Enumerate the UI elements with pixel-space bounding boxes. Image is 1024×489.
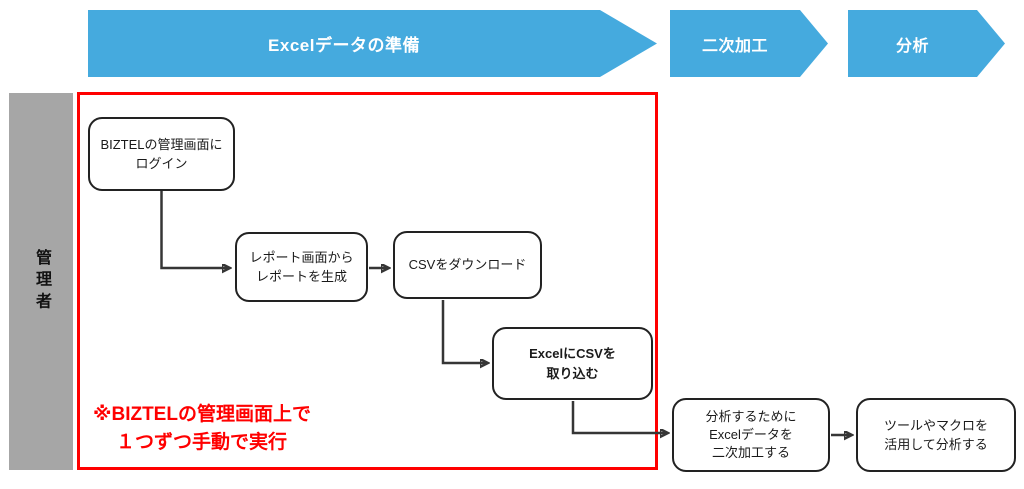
note-line: ※BIZTELの管理画面上で bbox=[93, 404, 311, 425]
phase-banner-label: 二次加工 bbox=[701, 37, 768, 55]
phase-banner-label: Excelデータの準備 bbox=[268, 36, 420, 55]
swimlane-administrator: 管理者 bbox=[9, 93, 73, 470]
node-generate-report: レポート画面から レポートを生成 bbox=[235, 232, 368, 302]
node-text: ログイン bbox=[135, 156, 188, 171]
node-secondary-process-data: 分析するために Excelデータを 二次加工する bbox=[672, 398, 830, 472]
node-text: レポート画面から bbox=[249, 249, 354, 265]
node-login-admin-screen: BIZTELの管理画面に ログイン bbox=[88, 117, 235, 191]
phase-banner-analysis: 分析 bbox=[848, 10, 1005, 77]
phase-banner-excel-preparation: Excelデータの準備 bbox=[88, 10, 657, 77]
node-text: 取り込む bbox=[546, 365, 599, 381]
node-text: 二次加工する bbox=[711, 445, 790, 461]
node-import-csv-to-excel: ExcelにCSVを 取り込む bbox=[492, 327, 653, 400]
connector-csv-to-import bbox=[441, 300, 487, 363]
node-text: 分析するために bbox=[705, 408, 797, 424]
node-text: ツールやマクロを bbox=[883, 417, 988, 433]
node-text: レポートを生成 bbox=[255, 269, 347, 284]
swimlane-label: 管理者 bbox=[33, 249, 50, 314]
node-text: Excelデータを bbox=[709, 426, 793, 442]
connector-import-to-secondary bbox=[571, 401, 667, 433]
manual-execution-note: ※BIZTELの管理画面上で １つずつ手動で実行 bbox=[93, 401, 311, 456]
manual-steps-frame bbox=[77, 92, 658, 470]
node-analyze-with-tools: ツールやマクロを 活用して分析する bbox=[856, 398, 1016, 472]
node-download-csv: CSVをダウンロード bbox=[393, 231, 542, 299]
node-text: BIZTELの管理画面に bbox=[100, 136, 223, 152]
note-line: １つずつ手動で実行 bbox=[116, 431, 288, 453]
node-text: ExcelにCSVを bbox=[529, 346, 616, 361]
connector-login-to-report bbox=[160, 191, 230, 268]
phase-banner-secondary-processing: 二次加工 bbox=[670, 10, 828, 77]
node-text: CSVをダウンロード bbox=[408, 257, 527, 273]
node-text: 活用して分析する bbox=[884, 437, 988, 452]
phase-banner-label: 分析 bbox=[895, 37, 929, 55]
